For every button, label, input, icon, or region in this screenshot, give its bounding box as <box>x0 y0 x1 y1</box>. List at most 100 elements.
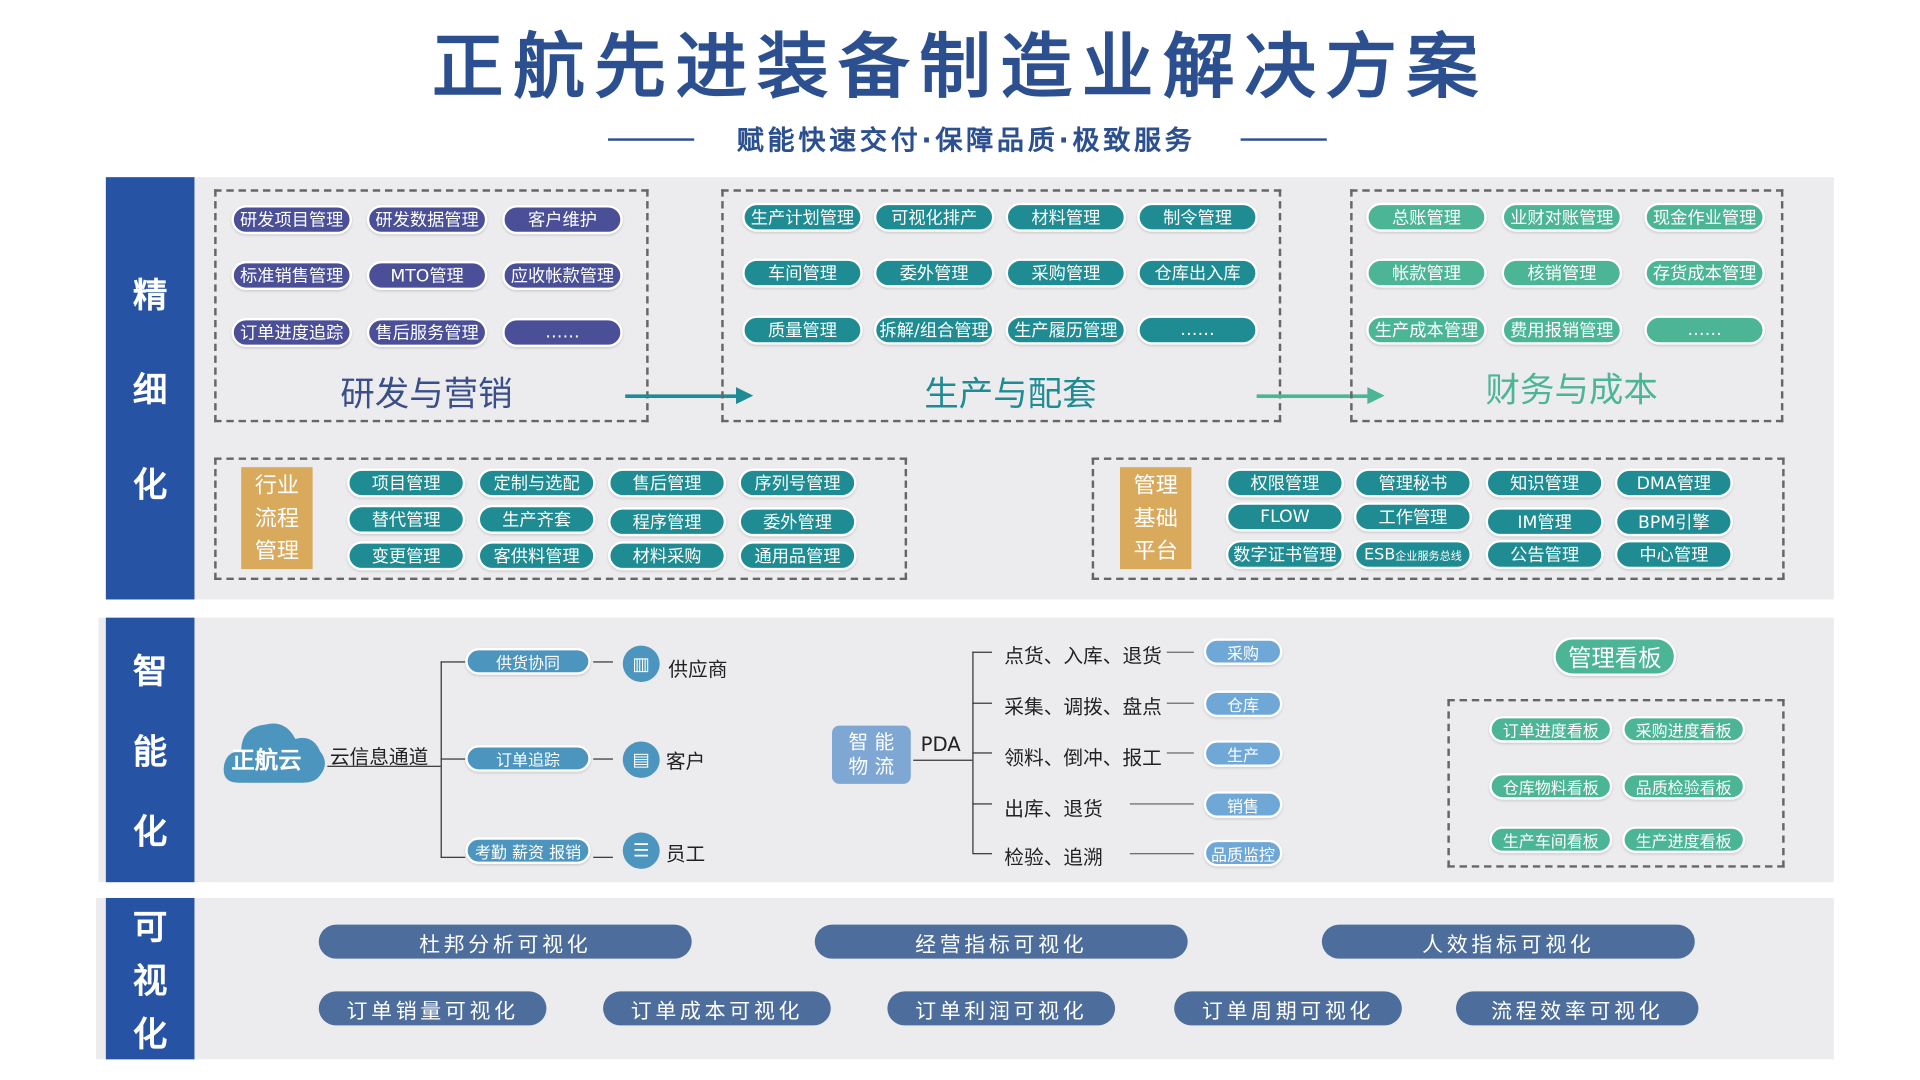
module-pill[interactable]: MTO管理 <box>366 260 488 291</box>
module-pill[interactable]: 客户维护 <box>502 205 623 235</box>
module-pill[interactable]: 材料管理 <box>1005 202 1127 232</box>
module-pill[interactable]: 委外管理 <box>873 258 995 288</box>
finance-label: 财务与成本 <box>1485 370 1658 411</box>
module-pill[interactable]: 总账管理 <box>1366 202 1487 232</box>
module-pill[interactable]: 数字证书管理 <box>1225 540 1344 570</box>
module-pill[interactable]: 材料采购 <box>607 541 727 571</box>
module-pill[interactable]: 帐款管理 <box>1366 258 1487 288</box>
label-line: 行业 <box>254 472 300 499</box>
module-pill[interactable]: 售后管理 <box>607 468 727 498</box>
board-pill[interactable]: 订单进度看板 <box>1489 715 1613 743</box>
logistics-box[interactable]: 智 能 物 流 <box>831 725 911 784</box>
visual-pill[interactable]: 订单利润可视化 <box>887 991 1116 1026</box>
branch-tag[interactable]: 考勤 薪资 报销 <box>465 837 591 864</box>
flow-tag[interactable]: 采购 <box>1203 638 1283 665</box>
more-pill[interactable]: …… <box>1644 315 1765 345</box>
module-pill[interactable]: 拆解/组合管理 <box>873 315 995 345</box>
subtitle-rule-left <box>607 138 695 141</box>
industry-label: 行业 流程 管理 <box>241 467 313 570</box>
board-pill[interactable]: 生产车间看板 <box>1489 826 1613 854</box>
side-char: 细 <box>132 370 168 411</box>
esb-suffix: 企业服务总线 <box>1395 550 1462 563</box>
module-pill[interactable]: 中心管理 <box>1614 540 1733 570</box>
module-pill[interactable]: 研发数据管理 <box>366 205 488 235</box>
module-pill[interactable]: 权限管理 <box>1225 468 1344 498</box>
module-pill[interactable]: 质量管理 <box>742 315 863 345</box>
module-pill[interactable]: 售后服务管理 <box>366 317 488 348</box>
module-pill[interactable]: 存货成本管理 <box>1644 258 1765 288</box>
module-pill[interactable]: BPM引擎 <box>1614 507 1733 537</box>
module-pill[interactable]: 定制与选配 <box>477 468 596 498</box>
module-pill[interactable]: 程序管理 <box>607 507 727 537</box>
visual-pill[interactable]: 订单销量可视化 <box>318 991 547 1026</box>
visual-pill[interactable]: 流程效率可视化 <box>1455 991 1699 1026</box>
visual-pill[interactable]: 经营指标可视化 <box>814 924 1188 959</box>
module-pill[interactable]: 生产计划管理 <box>742 202 863 232</box>
board-pill[interactable]: 生产进度看板 <box>1622 826 1746 854</box>
logistics-line: 智 能 <box>848 730 895 754</box>
visual-pill[interactable]: 杜邦分析可视化 <box>318 924 692 959</box>
branch-tag[interactable]: 供货协同 <box>465 648 591 675</box>
module-pill[interactable]: 替代管理 <box>347 504 466 534</box>
module-pill[interactable]: 工作管理 <box>1353 502 1472 532</box>
more-pill[interactable]: …… <box>502 317 623 348</box>
module-pill[interactable]: IM管理 <box>1485 507 1604 537</box>
flow-tag[interactable]: 生产 <box>1203 740 1283 767</box>
module-pill[interactable]: 客供料管理 <box>477 541 596 571</box>
module-pill[interactable]: 费用报销管理 <box>1501 315 1623 345</box>
module-pill[interactable]: 现金作业管理 <box>1644 202 1765 232</box>
module-pill[interactable]: 管理秘书 <box>1353 468 1472 498</box>
module-pill[interactable]: 通用品管理 <box>738 541 857 571</box>
page-subtitle: 赋能快速交付·保障品质·极致服务 <box>736 126 1196 157</box>
module-pill[interactable]: 采购管理 <box>1005 258 1127 288</box>
module-pill[interactable]: 生产履历管理 <box>1005 315 1127 345</box>
board-title[interactable]: 管理看板 <box>1553 637 1677 676</box>
connector-line <box>593 661 613 663</box>
module-pill[interactable]: 生产齐套 <box>477 504 596 534</box>
board-pill[interactable]: 采购进度看板 <box>1622 715 1746 743</box>
module-pill[interactable]: 生产成本管理 <box>1366 315 1487 345</box>
flow-tag[interactable]: 销售 <box>1203 791 1283 818</box>
branch-target: 客户 <box>665 749 706 773</box>
smart-side-label: 智 能 化 <box>105 617 195 883</box>
module-pill[interactable]: 项目管理 <box>347 468 466 498</box>
module-pill[interactable]: 业财对账管理 <box>1501 202 1623 232</box>
connector-line <box>972 803 992 805</box>
module-pill[interactable]: 订单进度追踪 <box>231 317 352 348</box>
module-pill[interactable]: 变更管理 <box>347 541 466 571</box>
flow-tag[interactable]: 品质监控 <box>1203 839 1283 867</box>
more-pill[interactable]: …… <box>1137 315 1258 345</box>
module-pill[interactable]: 应收帐款管理 <box>502 260 623 291</box>
document-icon: ▤ <box>622 741 660 778</box>
module-pill[interactable]: 仓库出入库 <box>1137 258 1258 288</box>
side-char: 化 <box>132 1013 168 1054</box>
flow-text: 采集、调拨、盘点 <box>1004 695 1162 719</box>
module-pill[interactable]: 序列号管理 <box>738 468 857 498</box>
warehouse-icon: ▥ <box>622 645 660 682</box>
flow-tag[interactable]: 仓库 <box>1203 690 1283 718</box>
arrow-line <box>625 394 739 399</box>
connector-line <box>972 651 992 653</box>
visual-pill[interactable]: 人效指标可视化 <box>1321 924 1695 959</box>
module-pill[interactable]: 车间管理 <box>742 258 863 288</box>
cloud-icon <box>223 723 325 783</box>
module-pill[interactable]: FLOW <box>1225 502 1344 532</box>
module-pill[interactable]: 委外管理 <box>738 507 857 537</box>
module-pill[interactable]: 核销管理 <box>1501 258 1623 288</box>
label-line: 管理 <box>1133 472 1178 499</box>
module-pill[interactable]: DMA管理 <box>1614 468 1733 498</box>
module-pill[interactable]: 知识管理 <box>1485 468 1604 498</box>
visual-pill[interactable]: 订单成本可视化 <box>603 991 831 1026</box>
cloud-label: 正航云 <box>231 747 302 775</box>
module-pill[interactable]: 制令管理 <box>1137 202 1258 232</box>
visual-pill[interactable]: 订单周期可视化 <box>1174 991 1402 1026</box>
module-pill[interactable]: 可视化排产 <box>873 202 995 232</box>
module-pill[interactable]: 标准销售管理 <box>231 260 352 291</box>
module-pill[interactable]: 公告管理 <box>1485 540 1604 570</box>
board-pill[interactable]: 仓库物料看板 <box>1489 772 1613 800</box>
board-pill[interactable]: 品质检验看板 <box>1622 772 1746 800</box>
module-pill[interactable]: 研发项目管理 <box>231 205 352 235</box>
production-label: 生产与配套 <box>924 373 1097 414</box>
branch-tag[interactable]: 订单追踪 <box>465 745 591 772</box>
